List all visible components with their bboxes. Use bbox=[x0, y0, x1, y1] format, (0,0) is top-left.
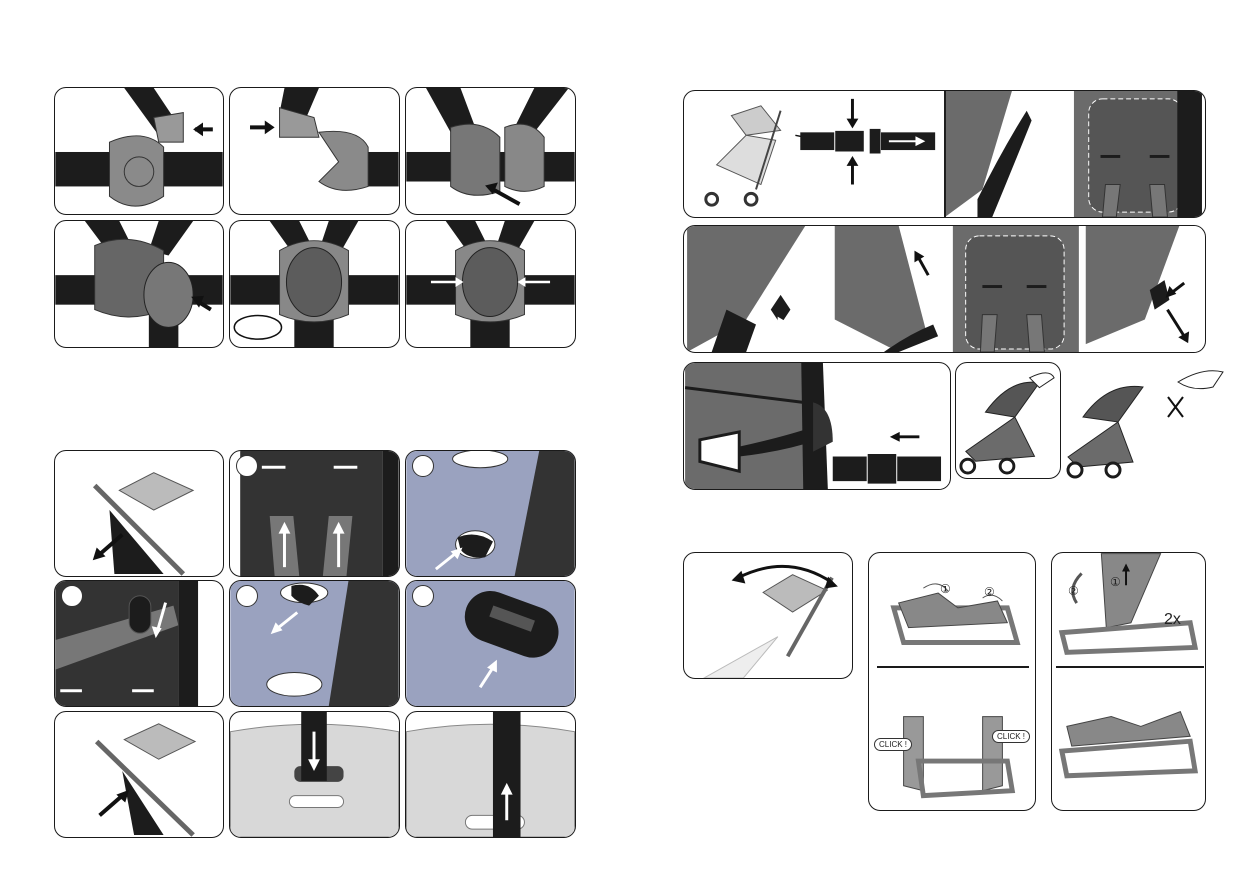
seat-rotate-illustration bbox=[684, 553, 852, 678]
canopy-panel-4 bbox=[955, 362, 1061, 479]
step-number-badge bbox=[61, 585, 83, 607]
arrow-icon bbox=[847, 99, 859, 129]
seat-panel-8 bbox=[229, 711, 400, 838]
click-label-left: CLICK ! bbox=[874, 738, 912, 751]
seat-panel-3 bbox=[405, 450, 576, 577]
seat-panel-4 bbox=[54, 580, 224, 707]
seat-panel-5 bbox=[229, 580, 400, 707]
step-two-marker: ② bbox=[984, 585, 995, 599]
arrow-icon bbox=[193, 122, 213, 136]
divider-line bbox=[877, 666, 1029, 668]
divider-line bbox=[1056, 666, 1204, 668]
harness-detach-illustration bbox=[55, 88, 223, 214]
seat-base-strap-down-illustration bbox=[230, 712, 399, 837]
canopy-panel-2 bbox=[683, 225, 1206, 353]
harness-cover-illustration bbox=[55, 221, 223, 347]
stroller-icon bbox=[706, 106, 781, 205]
seat-base-strap-up-illustration bbox=[406, 712, 575, 837]
arrow-icon bbox=[250, 120, 275, 134]
adapter-panel-3: ② ① 2x bbox=[1051, 552, 1206, 811]
arrow-icon bbox=[778, 317, 796, 347]
adapter-remove-illustration bbox=[869, 553, 1035, 810]
adapter-panel-2: ① ② CLICK ! CLICK ! bbox=[868, 552, 1036, 811]
canopy-attach-illustration bbox=[684, 226, 1205, 352]
step-number-badge bbox=[412, 455, 434, 477]
canopy-side-buckle-illustration bbox=[684, 363, 950, 489]
harness-separate-illustration bbox=[230, 88, 399, 214]
cross-icon bbox=[1168, 397, 1183, 417]
canopy-fold-wrong-illustration bbox=[1063, 362, 1253, 482]
canopy-panel-1 bbox=[683, 90, 1206, 218]
arrow-icon bbox=[847, 156, 859, 185]
seat-upright-illustration bbox=[55, 712, 223, 837]
seat-panel-9 bbox=[405, 711, 576, 838]
click-label-right: CLICK ! bbox=[992, 730, 1030, 743]
harness-panel-5 bbox=[229, 220, 400, 348]
adapter-panel-1 bbox=[683, 552, 853, 679]
harness-panel-1 bbox=[54, 87, 224, 215]
seat-recline-illustration bbox=[55, 451, 223, 576]
step-one-marker: ① bbox=[940, 582, 951, 596]
canopy-buckle-illustration bbox=[684, 91, 1205, 217]
arrow-icon bbox=[100, 790, 130, 816]
step-number-badge bbox=[412, 585, 434, 607]
step-number-badge bbox=[236, 585, 258, 607]
harness-panel-6 bbox=[405, 220, 576, 348]
repeat-count-label: 2x bbox=[1164, 611, 1181, 629]
canopy-fold-ok-illustration bbox=[956, 363, 1060, 478]
harness-panel-2 bbox=[229, 87, 400, 215]
seat-panel-1 bbox=[54, 450, 224, 577]
step-one-marker: ① bbox=[1110, 575, 1121, 589]
canopy-panel-5 bbox=[1063, 362, 1253, 482]
seat-panel-6 bbox=[405, 580, 576, 707]
harness-release-illustration bbox=[406, 221, 575, 347]
buckle-icon bbox=[800, 128, 935, 154]
harness-panel-4 bbox=[54, 220, 224, 348]
harness-panel-3 bbox=[405, 87, 576, 215]
hand-icon bbox=[1178, 371, 1223, 389]
harness-assemble-illustration bbox=[406, 88, 575, 214]
harness-closed-illustration bbox=[230, 221, 399, 347]
seat-panel-2 bbox=[229, 450, 400, 577]
step-number-badge bbox=[236, 455, 258, 477]
seat-panel-7 bbox=[54, 711, 224, 838]
step-two-marker: ② bbox=[1068, 584, 1079, 598]
arrow-icon bbox=[890, 432, 920, 442]
canopy-panel-3 bbox=[683, 362, 951, 490]
